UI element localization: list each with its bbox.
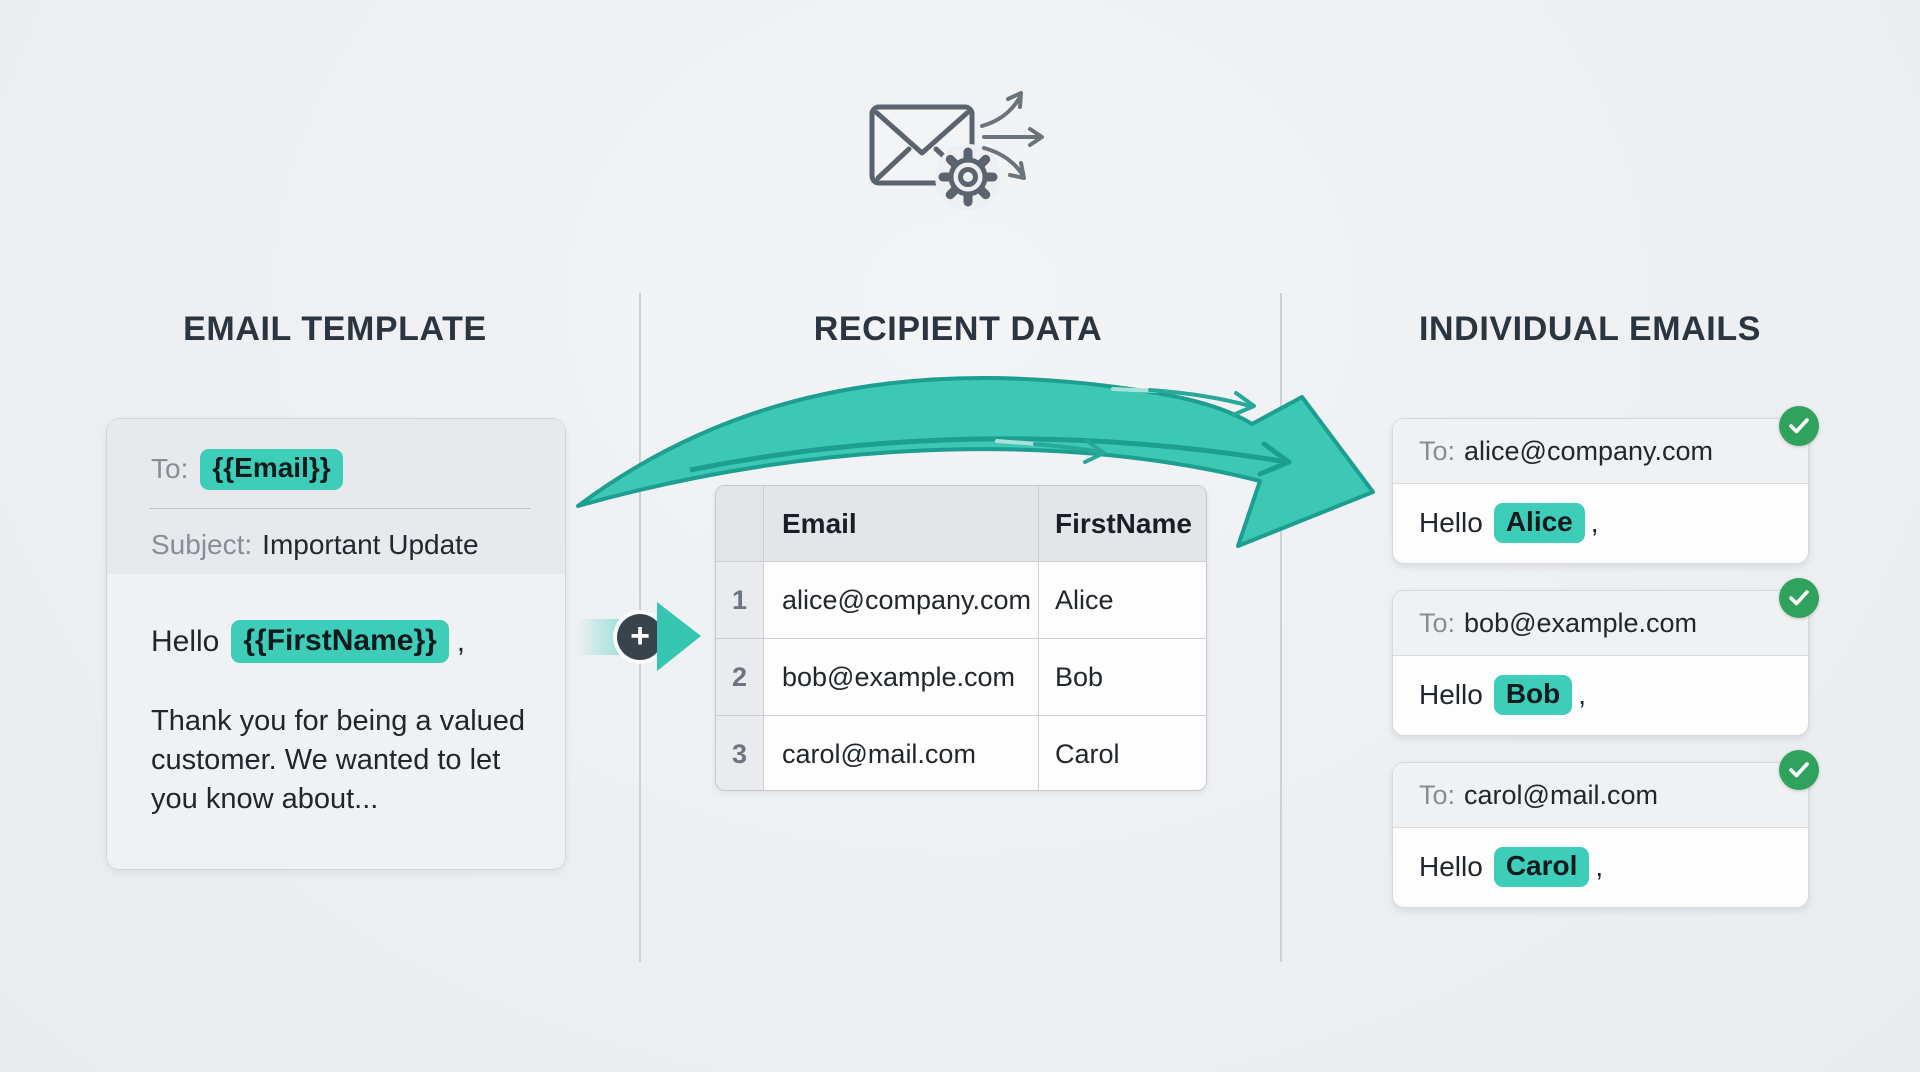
template-card-body: Hello {{FirstName}} , Thank you for bein… bbox=[107, 574, 565, 869]
subject-label: Subject: bbox=[151, 529, 253, 560]
individual-email-card: To: carol@mail.com Hello Carol , bbox=[1392, 750, 1819, 908]
firstname-column-header: FirstName bbox=[1055, 507, 1192, 539]
to-label: To: bbox=[1419, 607, 1456, 638]
email-card-body: Hello Alice , bbox=[1393, 483, 1808, 563]
email-card-header: To: carol@mail.com bbox=[1393, 763, 1808, 828]
template-body-text: Thank you for being a valued customer. W… bbox=[151, 705, 526, 815]
greeting-suffix: , bbox=[1578, 679, 1587, 710]
merged-name-chip: Carol bbox=[1493, 846, 1590, 888]
check-icon bbox=[1779, 578, 1819, 618]
email-card-header: To: alice@company.com bbox=[1393, 419, 1808, 484]
individual-email-card: To: bob@example.com Hello Bob , bbox=[1392, 578, 1819, 736]
to-label: To: bbox=[1419, 435, 1456, 466]
template-card-header: To: {{Email}} Subject: Important Update bbox=[107, 419, 565, 575]
greeting-suffix: , bbox=[1595, 851, 1604, 882]
table-row: 1 alice@company.com Alice bbox=[716, 561, 1206, 638]
template-subject-row: Subject: Important Update bbox=[151, 529, 479, 561]
email-cell: carol@mail.com bbox=[764, 716, 1039, 790]
gear-icon bbox=[938, 147, 998, 207]
check-icon bbox=[1779, 750, 1819, 790]
heading-email-template: EMAIL TEMPLATE bbox=[183, 310, 487, 348]
greeting-prefix: Hello bbox=[1419, 679, 1483, 710]
greeting-suffix: , bbox=[456, 624, 466, 658]
motion-arrow-upper bbox=[1111, 387, 1256, 417]
check-icon bbox=[1779, 406, 1819, 446]
merged-name-chip: Alice bbox=[1493, 502, 1585, 544]
firstname-placeholder-chip: {{FirstName}} bbox=[231, 620, 449, 663]
email-cell: bob@example.com bbox=[764, 639, 1039, 715]
table-row: 3 carol@mail.com Carol bbox=[716, 715, 1206, 790]
row-number-cell: 3 bbox=[716, 716, 764, 790]
row-number-header-cell bbox=[716, 486, 764, 561]
recipient-table: Email FirstName 1 alice@company.com Alic… bbox=[715, 485, 1207, 791]
email-template-card: To: {{Email}} Subject: Important Update … bbox=[106, 418, 566, 870]
greeting-suffix: , bbox=[1590, 507, 1599, 538]
recipient-address: bob@example.com bbox=[1464, 607, 1698, 638]
merged-name-chip: Bob bbox=[1493, 674, 1573, 716]
firstname-cell: Carol bbox=[1055, 738, 1120, 769]
email-card-body: Hello Carol , bbox=[1393, 827, 1808, 907]
email-card-header: To: bob@example.com bbox=[1393, 591, 1808, 656]
row-number-cell: 1 bbox=[716, 562, 764, 638]
email-placeholder-chip: {{Email}} bbox=[200, 449, 343, 490]
template-to-row: To: {{Email}} bbox=[151, 449, 343, 490]
table-header-row: Email FirstName bbox=[716, 486, 1206, 561]
table-row: 2 bob@example.com Bob bbox=[716, 638, 1206, 715]
header-divider-line bbox=[149, 508, 531, 509]
individual-email-card: To: alice@company.com Hello Alice , bbox=[1392, 406, 1819, 564]
greeting-prefix: Hello bbox=[1419, 851, 1483, 882]
envelope-gear-send-icon bbox=[869, 91, 1044, 210]
firstname-cell: Alice bbox=[1055, 584, 1114, 615]
plus-icon: + bbox=[617, 614, 663, 660]
fanout-arrows-icon bbox=[980, 91, 1044, 180]
greeting-prefix: Hello bbox=[1419, 507, 1483, 538]
to-label: To: bbox=[151, 453, 189, 485]
motion-arrow-lower bbox=[995, 439, 1106, 464]
email-column-header: Email bbox=[764, 486, 1039, 561]
to-label: To: bbox=[1419, 779, 1456, 810]
merge-arrowhead bbox=[657, 602, 701, 671]
plus-glyph: + bbox=[630, 616, 650, 655]
heading-individual-emails: INDIVIDUAL EMAILS bbox=[1418, 310, 1762, 348]
subject-value: Important Update bbox=[262, 529, 479, 560]
template-greeting: Hello {{FirstName}} , bbox=[151, 620, 465, 663]
column-divider-right bbox=[1280, 293, 1282, 962]
recipient-address: alice@company.com bbox=[1464, 435, 1714, 466]
envelope-icon bbox=[869, 104, 975, 186]
recipient-address: carol@mail.com bbox=[1464, 779, 1658, 810]
email-cell: alice@company.com bbox=[764, 562, 1039, 638]
email-card-body: Hello Bob , bbox=[1393, 655, 1808, 735]
row-number-cell: 2 bbox=[716, 639, 764, 715]
greeting-prefix: Hello bbox=[151, 624, 220, 658]
firstname-cell: Bob bbox=[1055, 661, 1104, 692]
heading-recipient-data: RECIPIENT DATA bbox=[813, 310, 1103, 348]
